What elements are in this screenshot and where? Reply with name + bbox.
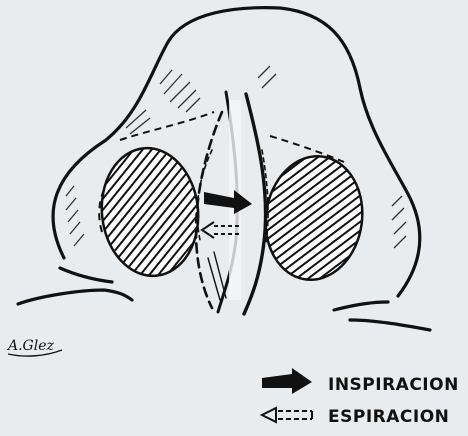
inspiration-arrow-diagram: [204, 190, 252, 214]
left-turbinate: [96, 143, 205, 280]
svg-text:A.Glez: A.Glez: [6, 338, 55, 354]
nose-outline: [18, 8, 430, 330]
solid-arrow-icon: [262, 368, 312, 394]
legend-label-inspiracion: INSPIRACION: [328, 375, 459, 395]
legend-item-espiracion: ESPIRACION: [262, 407, 449, 427]
dashed-arrow-icon: [262, 408, 312, 422]
legend: INSPIRACION ESPIRACION: [262, 368, 459, 427]
legend-label-espiracion: ESPIRACION: [328, 407, 449, 427]
legend-item-inspiracion: INSPIRACION: [262, 368, 459, 395]
right-turbinate: [258, 150, 370, 286]
artist-signature: A.Glez: [6, 338, 62, 356]
